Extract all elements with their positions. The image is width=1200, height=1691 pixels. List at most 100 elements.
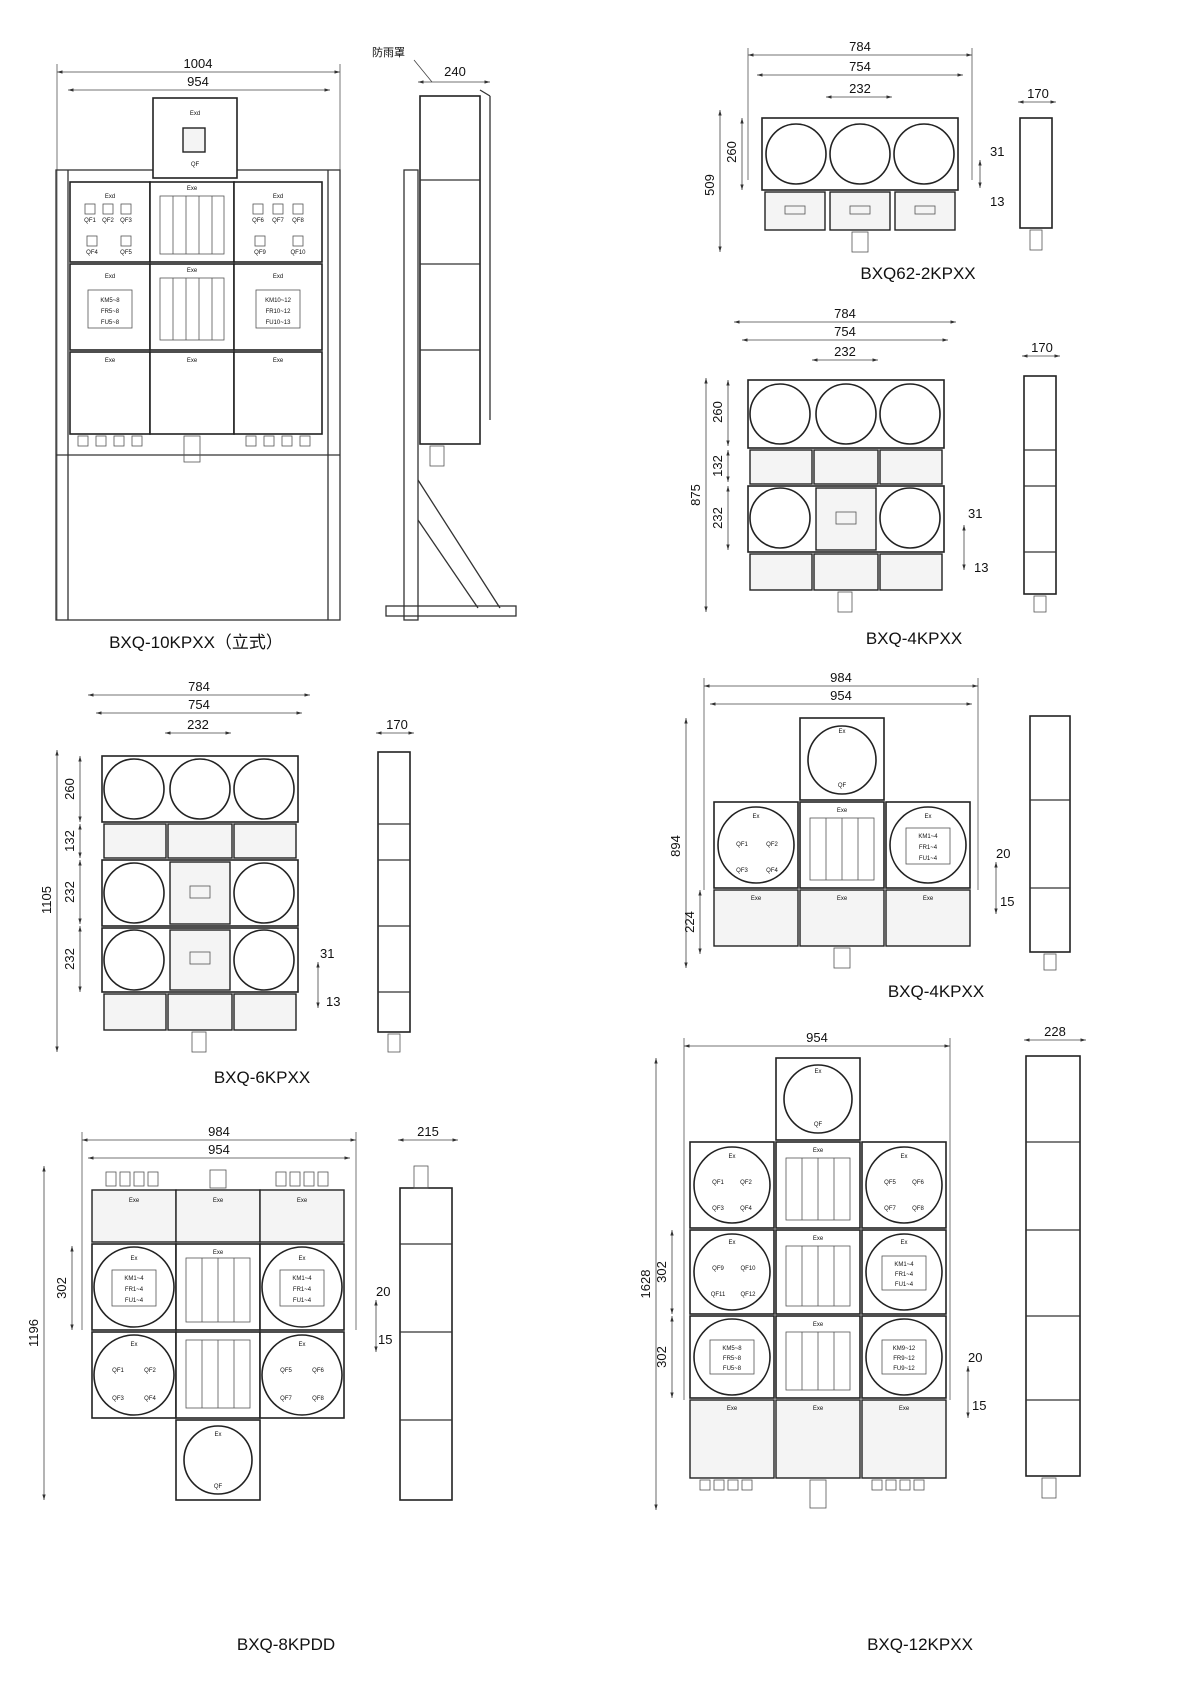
dim-15: 15 [1000, 894, 1014, 909]
exe-box-bottom-left [69, 351, 151, 435]
ex-label: Ex [728, 1154, 735, 1160]
side-view-cabinet [419, 95, 481, 445]
exe-label: Exe [751, 896, 762, 902]
dim-20: 20 [968, 1350, 982, 1365]
diagram-bxq-10kpxx: 1004 954 Exd QF Exd Exe Exd QF1 QF2 QF3 … [55, 45, 517, 652]
dim-20: 20 [376, 1284, 390, 1299]
exe-label: Exe [727, 1406, 738, 1412]
rain-cover-label: 防雨罩 [372, 45, 405, 59]
dim-1004: 1004 [184, 56, 213, 71]
dim-302-b: 302 [654, 1346, 669, 1368]
qf6-label: QF6 [252, 218, 264, 224]
caption-bxq-4kpxx-a: BXQ-4KPXX [866, 629, 962, 648]
qf1-label: QF1 [712, 1180, 724, 1186]
qf7-label: QF7 [884, 1206, 896, 1212]
diagram-bxq-6kpxx: 784 754 232 1105 260 132 232 232 31 13 1… [39, 679, 414, 1087]
dim-954: 954 [806, 1030, 828, 1045]
dim-20: 20 [996, 846, 1010, 861]
ex-label: Ex [900, 1154, 907, 1160]
exe-label: Exe [187, 186, 198, 192]
dim-15: 15 [378, 1332, 392, 1347]
qf8-label: QF8 [912, 1206, 924, 1212]
ex-label: Ex [814, 1069, 821, 1075]
dim-15: 15 [972, 1398, 986, 1413]
exe-label: Exe [187, 268, 198, 274]
exe-label: Exe [837, 896, 848, 902]
qf2-label: QF2 [144, 1368, 156, 1374]
qf7-label: QF7 [280, 1396, 292, 1402]
fr-label: FR1~4 [919, 845, 938, 851]
dim-954: 954 [187, 74, 209, 89]
exe-label: Exe [813, 1148, 824, 1154]
km-right-label: KM10~12 [265, 298, 292, 304]
qf3-label: QF3 [736, 868, 748, 874]
exe-box-bottom-right [233, 351, 323, 435]
exe-label: Exe [899, 1406, 910, 1412]
dim-260: 260 [62, 778, 77, 800]
qf12-label: QF12 [740, 1292, 756, 1298]
qf5-label: QF5 [120, 250, 132, 256]
contactor-box-right [233, 263, 323, 351]
dim-754: 754 [849, 59, 871, 74]
km-label: KM1~4 [124, 1276, 144, 1282]
km-label: KM1~4 [292, 1276, 312, 1282]
fr-label: FR1~4 [293, 1287, 312, 1293]
exd-label: Exd [273, 194, 283, 200]
dim-228: 228 [1044, 1024, 1066, 1039]
dim-13: 13 [990, 194, 1004, 209]
qf-label: QF [814, 1122, 823, 1128]
exd-label: Exd [190, 111, 200, 117]
km-left-label: KM5~8 [100, 298, 120, 304]
dim-784: 784 [849, 39, 871, 54]
qf10-label: QF10 [740, 1266, 756, 1272]
exd-label: Exd [105, 194, 115, 200]
qf1-label: QF1 [84, 218, 96, 224]
qf-box-left [69, 181, 151, 263]
fu-label: FU5~8 [723, 1366, 742, 1372]
caption-bxq-8kpdd: BXQ-8KPDD [237, 1635, 335, 1654]
dim-509: 509 [702, 174, 717, 196]
terminal-box-upper [149, 181, 235, 263]
fr-label: FR9~12 [893, 1356, 915, 1362]
exe-label: Exe [105, 358, 116, 364]
fu-left-label: FU5~8 [101, 320, 120, 326]
fu-label: FU1~4 [895, 1282, 914, 1288]
fr-label: FR1~4 [125, 1287, 144, 1293]
dim-894: 894 [668, 835, 683, 857]
fr-label: FR5~8 [723, 1356, 742, 1362]
qf4-label: QF4 [740, 1206, 752, 1212]
side-stand-post [403, 169, 419, 621]
dim-13: 13 [326, 994, 340, 1009]
ex-label: Ex [130, 1256, 137, 1262]
fu-label: FU1~4 [125, 1298, 144, 1304]
dim-170: 170 [1031, 340, 1053, 355]
exe-label: Exe [187, 358, 198, 364]
ex-label: Ex [130, 1342, 137, 1348]
caption-bxq-12kpxx: BXQ-12KPXX [867, 1635, 973, 1654]
fu-label: FU1~4 [919, 856, 938, 862]
fu-right-label: FU10~13 [266, 320, 292, 326]
qf-label: QF [838, 783, 847, 789]
ex-label: Ex [924, 814, 931, 820]
ex-label: Ex [298, 1256, 305, 1262]
qf2-label: QF2 [766, 842, 778, 848]
ex-label: Ex [728, 1240, 735, 1246]
dim-224: 224 [682, 911, 697, 933]
ex-label: Ex [900, 1240, 907, 1246]
qf4-label: QF4 [766, 868, 778, 874]
dim-302: 302 [54, 1277, 69, 1299]
qf5-label: QF5 [884, 1180, 896, 1186]
qf1-label: QF1 [736, 842, 748, 848]
dim-1628: 1628 [638, 1270, 653, 1299]
qf6-label: QF6 [912, 1180, 924, 1186]
dim-875: 875 [688, 484, 703, 506]
qf3-label: QF3 [120, 218, 132, 224]
caption-bxq-6kpxx: BXQ-6KPXX [214, 1068, 310, 1087]
dim-302-a: 302 [654, 1261, 669, 1283]
dim-232: 232 [187, 717, 209, 732]
dim-1105: 1105 [39, 886, 54, 914]
dim-132: 132 [710, 455, 725, 477]
dim-13: 13 [974, 560, 988, 575]
diagram-bxq-12kpxx: 954 1628 302 302 Ex QF Ex QF1 QF2 QF3 QF… [638, 1024, 1086, 1654]
